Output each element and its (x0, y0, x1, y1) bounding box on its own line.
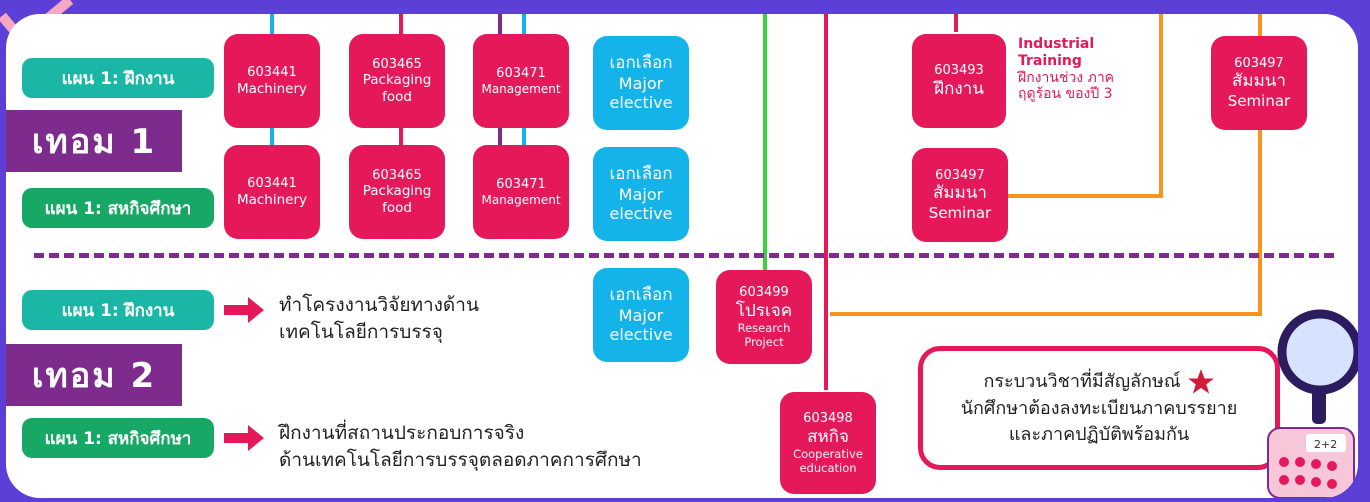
cooperative-education-box: 603498 สหกิจ Cooperative education (780, 392, 876, 494)
connector-line (399, 124, 403, 146)
connector-line (399, 14, 403, 34)
term-1-label: เทอม 1 (6, 110, 182, 172)
course-box: 603465 Packaging food (349, 145, 445, 239)
term2-coop-description: ฝึกงานที่สถานประกอบการจริง ด้านเทคโนโลยี… (279, 422, 642, 471)
svg-text:2+2: 2+2 (1314, 438, 1337, 451)
connector-line (1258, 14, 1262, 38)
course-box: 603471 Management (473, 34, 569, 128)
connector-line (830, 312, 1262, 316)
connector-line (270, 124, 274, 146)
connector-line (1159, 14, 1163, 196)
legend-box: กระบวนวิชาที่มีสัญลักษณ์ นักศึกษาต้องลงท… (918, 346, 1280, 470)
course-box: 603441 Machinery (224, 145, 320, 239)
seminar-course-box: 603497 สัมมนา Seminar (1211, 36, 1307, 130)
plan-coop-pill: แผน 1: สหกิจศึกษา (22, 188, 214, 228)
calculator-icon: 2+2 (1267, 427, 1355, 498)
major-elective-box: เอกเลือก Major elective (593, 36, 689, 130)
connector-line (522, 124, 526, 146)
plan-coop-pill: แผน 1: สหกิจศึกษา (22, 418, 214, 458)
industrial-training-note: Industrial Training ฝึกงานช่วง ภาคฤดูร้อ… (1018, 36, 1115, 103)
arrow-right-icon (224, 297, 264, 323)
course-box: 603465 Packaging food (349, 34, 445, 128)
plan-internship-pill: แผน 1: ฝึกงาน (22, 290, 214, 330)
connector-line (763, 14, 767, 270)
arrow-right-icon (224, 425, 264, 451)
plan-internship-pill: แผน 1: ฝึกงาน (22, 58, 214, 98)
term2-internship-description: ทำโครงงานวิจัยทางด้าน เทคโนโลยีการบรรจุ (279, 294, 479, 343)
course-box: 603441 Machinery (224, 34, 320, 128)
term-separator (34, 253, 1334, 258)
connector-line (824, 14, 828, 390)
curriculum-panel: แผน 1: ฝึกงาน เทอม 1 แผน 1: สหกิจศึกษา 6… (6, 14, 1358, 498)
legend-line-1: กระบวนวิชาที่มีสัญลักษณ์ (983, 368, 1214, 396)
research-project-box: 603499 โปรเจค Research Project (716, 270, 812, 364)
connector-line (270, 14, 274, 38)
major-elective-box: เอกเลือก Major elective (593, 147, 689, 241)
connector-line (1258, 128, 1262, 316)
connector-line (522, 14, 526, 34)
term-2-label: เทอม 2 (6, 344, 182, 406)
seminar-course-box: 603497 สัมมนา Seminar (912, 148, 1008, 242)
star-icon (1187, 369, 1214, 394)
course-box: 603471 Management (473, 145, 569, 239)
connector-line (498, 124, 502, 146)
major-elective-box: เอกเลือก Major elective (593, 268, 689, 362)
connector-line (1008, 194, 1163, 198)
internship-course-box: 603493 ฝึกงาน (912, 34, 1006, 128)
connector-line (498, 14, 502, 34)
magnifier-icon (1277, 309, 1358, 424)
connector-line (954, 14, 958, 32)
